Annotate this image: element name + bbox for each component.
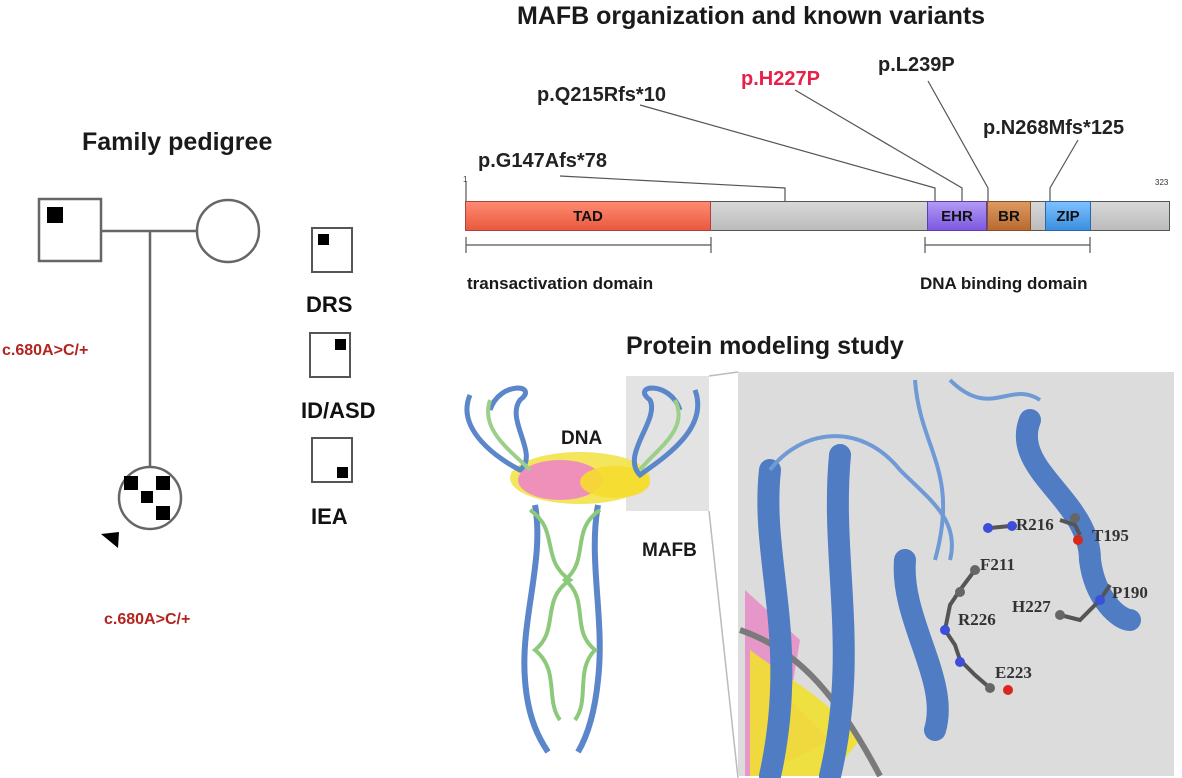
proband-id-fill (156, 476, 170, 490)
domain-br: BR (987, 201, 1031, 231)
proband-iea-fill (156, 506, 170, 520)
legend-id-asd-label: ID/ASD (301, 398, 376, 423)
leader-g147 (559, 175, 786, 201)
variant-l239: p.L239P (878, 54, 955, 76)
residue-h227: H227 (1012, 597, 1051, 616)
leader-h227 (794, 89, 963, 201)
legend-iea-symbol (311, 437, 353, 483)
proband-genotype: c.680A>C/+ (104, 611, 191, 628)
domain-tad: TAD (465, 201, 711, 231)
variant-leaders (465, 80, 1079, 201)
legend-drs-label: DRS (306, 292, 353, 317)
dna-label: DNA (561, 428, 603, 449)
proband-center-fill (141, 491, 153, 503)
protein-map-title: MAFB organization and known variants (517, 2, 986, 30)
leader-l239 (927, 80, 989, 201)
modeling-title: Protein modeling study (626, 332, 904, 360)
residue-r216: R216 (1016, 515, 1054, 534)
residue-p190: P190 (1112, 583, 1148, 602)
domain-zip: ZIP (1045, 201, 1091, 231)
father-drs-fill (47, 207, 63, 223)
mafb-full-structure (464, 371, 739, 778)
father-genotype: c.680A>C/+ (2, 342, 89, 359)
start-position-label: 1 (463, 175, 468, 184)
variant-n268: p.N268Mfs*125 (983, 117, 1125, 139)
transactivation-domain-label: transactivation domain (467, 274, 654, 293)
legend-drs-fill (318, 234, 329, 245)
zoom-panel (738, 372, 1174, 778)
legend-iea-label: IEA (311, 504, 348, 529)
end-position-label: 323 (1155, 178, 1169, 187)
variant-q215: p.Q215Rfs*10 (537, 84, 666, 106)
legend-iea-fill (337, 467, 348, 478)
residue-e223: E223 (995, 663, 1032, 682)
residue-t195: T195 (1092, 526, 1129, 545)
mafb-label: MAFB (642, 540, 697, 561)
leader-q215 (639, 104, 936, 201)
proband-drs-fill (124, 476, 138, 490)
legend-drs-symbol (311, 227, 353, 273)
pedigree-title: Family pedigree (82, 128, 273, 156)
residue-f211: F211 (980, 555, 1015, 574)
variant-h227: p.H227P (741, 68, 820, 90)
residue-r226: R226 (958, 610, 996, 629)
mother-symbol (195, 198, 261, 264)
leader-n268 (1049, 139, 1079, 201)
dna-binding-domain-label: DNA binding domain (920, 274, 1088, 293)
legend-id-asd-symbol (309, 332, 351, 378)
proband-arrow (101, 532, 119, 548)
legend-id-asd-fill (335, 339, 346, 350)
domain-ehr: EHR (927, 201, 987, 231)
pedigree-graphics (37, 197, 261, 548)
region-brackets (465, 237, 1091, 253)
variant-g147: p.G147Afs*78 (478, 150, 607, 172)
